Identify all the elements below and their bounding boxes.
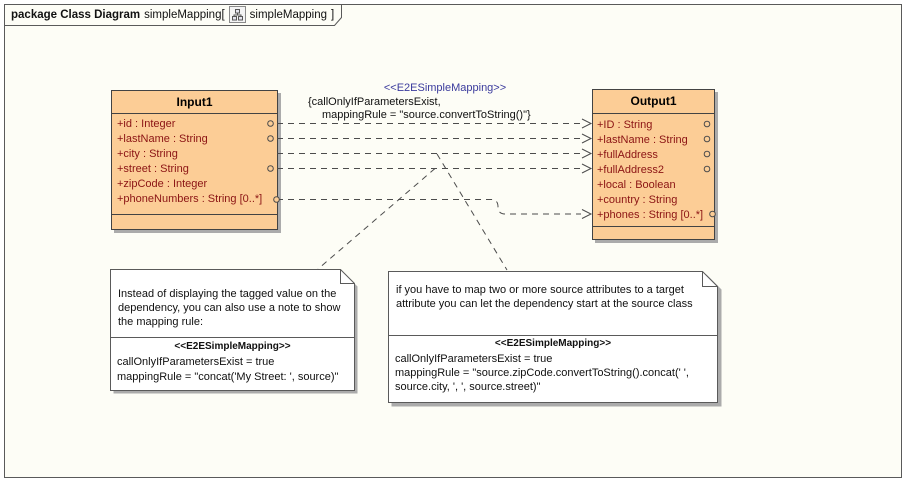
class-output1-operations-compartment — [593, 226, 714, 239]
dependency-stereotype-label[interactable]: <<E2ESimpleMapping>> — [383, 82, 507, 94]
class-input1[interactable]: Input1 +id : Integer +lastName : String … — [111, 90, 278, 230]
note-right-stereotype: <<E2ESimpleMapping>> — [494, 338, 612, 349]
frame-header[interactable]: package Class Diagram simpleMapping[ sim… — [11, 6, 334, 23]
attribute-fulladdress2[interactable]: +fullAddress2 — [597, 164, 664, 176]
attribute-zipcode[interactable]: +zipCode : Integer — [117, 178, 208, 190]
note-right[interactable]: if you have to map two or more source at… — [388, 271, 723, 409]
note-left[interactable]: Instead of displaying the tagged value o… — [110, 269, 360, 397]
attribute-id[interactable]: +id : Integer — [117, 118, 176, 130]
note-left-tag2: mappingRule = "concat('My Street: ', sou… — [117, 371, 339, 383]
frame-header-tab[interactable] — [4, 4, 349, 27]
diagram-name-close-bracket: ] — [331, 8, 335, 21]
attribute-lastname[interactable]: +lastName : String — [117, 133, 208, 145]
note-left-tag1: callOnlyIfParametersExist = true — [117, 356, 275, 368]
attribute-phonenumbers[interactable]: +phoneNumbers : String [0..*] — [117, 193, 263, 205]
note-right-shape[interactable] — [388, 271, 718, 403]
attribute-city[interactable]: +city : String — [117, 148, 178, 160]
note-right-tag2: mappingRule = "source.zipCode.convertToS… — [395, 367, 689, 393]
note-left-separator — [110, 337, 355, 338]
note-right-fold-corner — [702, 271, 718, 287]
attribute-country[interactable]: +country : String — [597, 194, 678, 206]
note-right-separator — [388, 335, 718, 336]
class-input1-name: Input1 — [112, 91, 277, 114]
note-left-stereotype: <<E2ESimpleMapping>> — [174, 341, 291, 352]
class-output1[interactable]: Output1 +ID : String +lastName : String … — [592, 89, 715, 240]
note-right-tag1: callOnlyIfParametersExist = true — [395, 353, 553, 365]
diagram-kind-label: package Class Diagram — [11, 8, 141, 21]
dependency-tagged-value-line2[interactable]: mappingRule = "source.convertToString()"… — [322, 109, 531, 121]
class-output1-attributes: +ID : String +lastName : String +fullAdd… — [593, 114, 714, 226]
dependency-tagged-value-line1[interactable]: {callOnlyIfParametersExist, — [308, 96, 441, 108]
class-diagram-icon — [228, 6, 246, 23]
attribute-phones[interactable]: +phones : String [0..*] — [597, 209, 704, 221]
class-input1-attributes: +id : Integer +lastName : String +city :… — [112, 114, 277, 214]
diagram-context-label: simpleMapping[ — [144, 8, 225, 21]
attribute-lastname[interactable]: +lastName : String — [597, 134, 688, 146]
frame-header-tab-shape[interactable] — [4, 4, 342, 26]
attribute-street[interactable]: +street : String — [117, 163, 189, 175]
note-left-body-text: Instead of displaying the tagged value o… — [118, 288, 341, 328]
note-left-fold-corner — [340, 269, 355, 284]
diagram-name-label: simpleMapping — [249, 8, 328, 21]
attribute-local[interactable]: +local : Boolean — [597, 179, 676, 191]
note-right-body-text: if you have to map two or more source at… — [396, 284, 693, 310]
class-input1-operations-compartment — [112, 214, 277, 229]
attribute-ID[interactable]: +ID : String — [597, 119, 653, 131]
attribute-fulladdress[interactable]: +fullAddress — [597, 149, 658, 161]
class-output1-name: Output1 — [593, 90, 714, 114]
